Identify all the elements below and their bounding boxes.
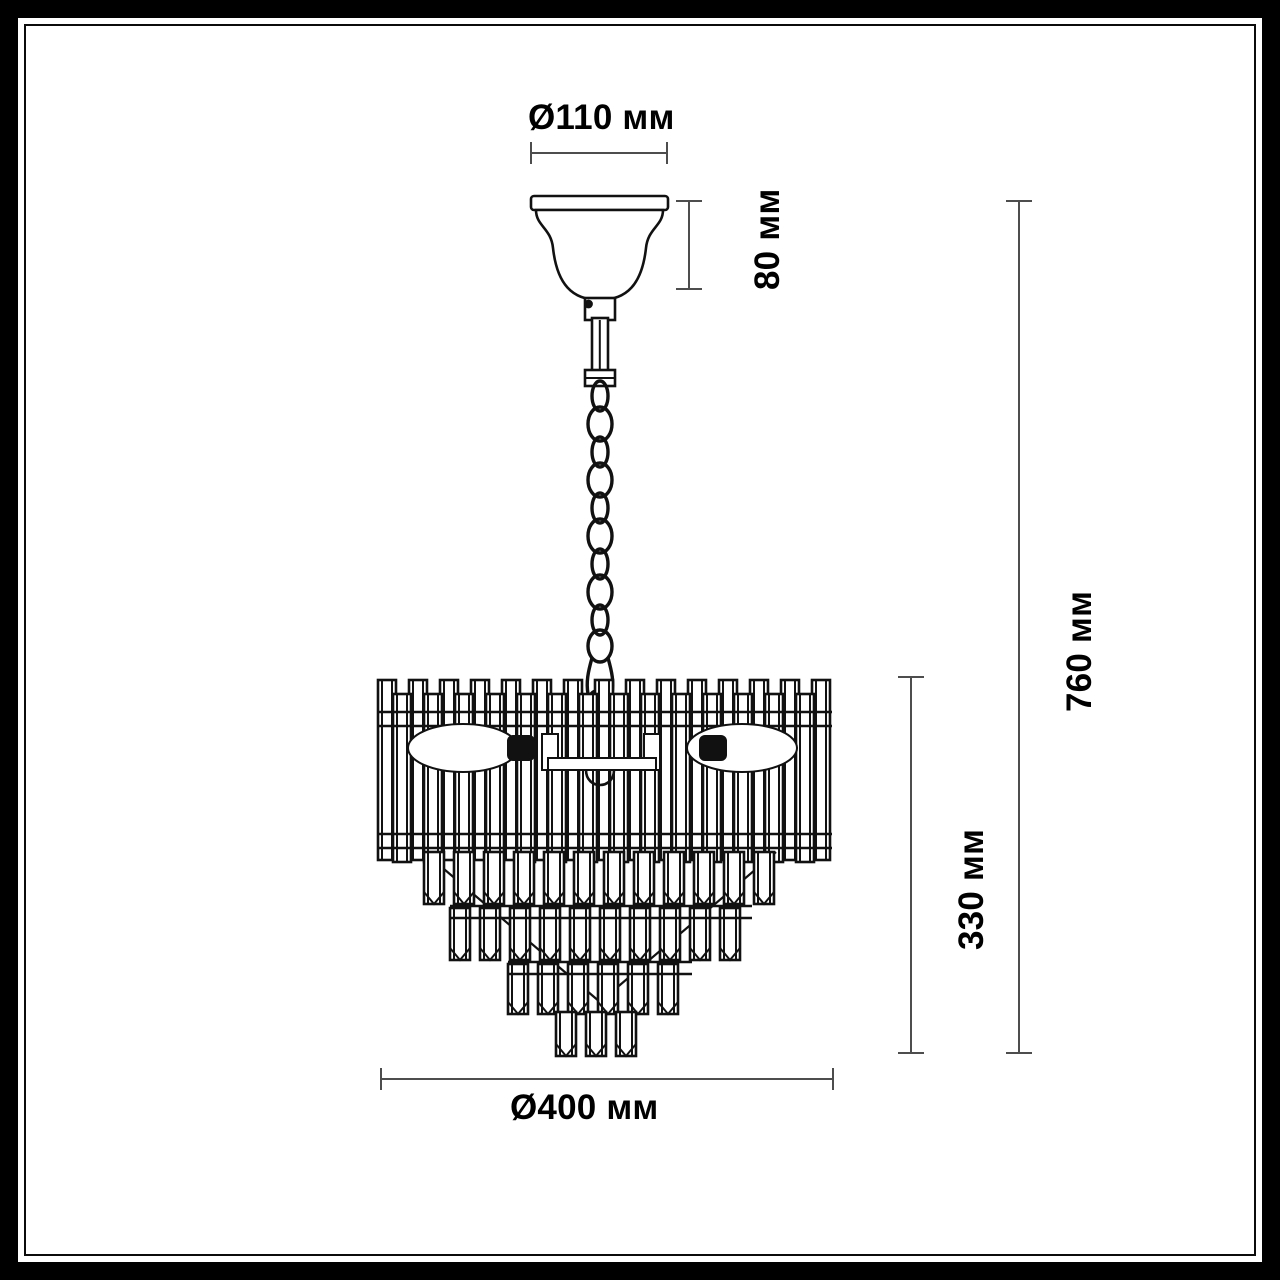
crystal-tier-3-part: [448, 906, 742, 962]
dimension-canopy-height-line: [688, 200, 690, 290]
dimension-canopy-diameter-line: [530, 152, 668, 154]
dimension-fixture-height-line: [910, 676, 912, 1054]
dimension-total-height-tick-top: [1006, 200, 1032, 202]
dimension-fixture-diameter-tick-right: [832, 1068, 834, 1090]
dimension-fixture-height-tick-bottom: [898, 1052, 924, 1054]
dimension-fixture-diameter-line: [380, 1078, 834, 1080]
dimension-fixture-diameter-label: Ø400 мм: [510, 1088, 659, 1127]
dimension-canopy-height-tick-bottom: [676, 288, 702, 290]
crystal-tier-4-part: [506, 962, 680, 1058]
dimension-canopy-height-tick-top: [676, 200, 702, 202]
dimension-canopy-diameter-label: Ø110 мм: [528, 98, 675, 137]
dimension-total-height-tick-bottom: [1006, 1052, 1032, 1054]
frame-inner-border: [24, 24, 1256, 1256]
dimension-canopy-diameter-tick-left: [530, 142, 532, 164]
crystal-tier-2-part: [422, 850, 776, 906]
lamp-bulbs-part: [407, 723, 798, 773]
dimension-total-height-label: 760 мм: [1060, 590, 1099, 712]
dimension-canopy-diameter-tick-right: [666, 142, 668, 164]
dimension-canopy-height-label: 80 мм: [748, 188, 787, 290]
suspension-chain-part: [584, 379, 616, 732]
dimension-total-height-line: [1018, 200, 1020, 1054]
ceiling-canopy-part: [529, 194, 670, 388]
centre-socket-bracket: [541, 733, 661, 787]
dimension-fixture-height-label: 330 мм: [952, 828, 991, 950]
dimension-fixture-height-tick-top: [898, 676, 924, 678]
lower-tier-rails: [450, 904, 752, 976]
dimension-fixture-diameter-tick-left: [380, 1068, 382, 1090]
